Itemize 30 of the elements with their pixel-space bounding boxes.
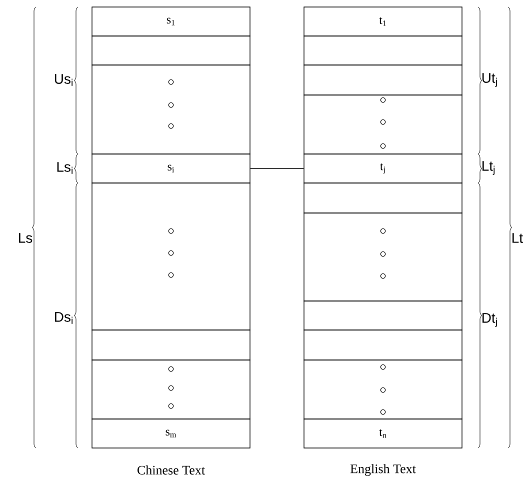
table-row	[304, 330, 462, 360]
table-row: s$_{i}$	[92, 154, 250, 184]
table-row: t$_{j}$	[304, 154, 462, 184]
table-row	[304, 36, 462, 66]
table-row	[304, 64, 462, 96]
span-label: Dt$_{j}$	[482, 313, 497, 327]
table-row	[92, 64, 250, 154]
table-row	[92, 360, 250, 420]
span-label: Ls$_{i}$	[57, 162, 72, 174]
column-caption: Chinese Text	[138, 465, 205, 475]
span-label: Ls	[19, 233, 32, 243]
span-label: Ds$_{i}$	[55, 312, 72, 324]
table-row: t$_{n}$	[304, 418, 462, 448]
table-row	[304, 212, 462, 302]
span-label: Lt$_{j}$	[482, 161, 495, 175]
table-row	[304, 182, 462, 214]
table-row	[304, 300, 462, 330]
column-caption: English Text	[350, 464, 416, 476]
table-row: s$_{m}$	[92, 418, 250, 448]
table-row: s$_{1}$	[92, 6, 250, 36]
table-row	[304, 94, 462, 154]
span-label: Ut$_{j}$	[482, 73, 497, 87]
table-row	[92, 330, 250, 360]
connector-line	[250, 168, 304, 169]
span-label: Us$_{i}$	[54, 74, 72, 86]
table-row	[92, 36, 250, 66]
table-row: t$_{1}$	[304, 6, 462, 36]
span-label: Lt	[512, 233, 523, 243]
table-row	[304, 360, 462, 420]
table-row	[92, 182, 250, 330]
